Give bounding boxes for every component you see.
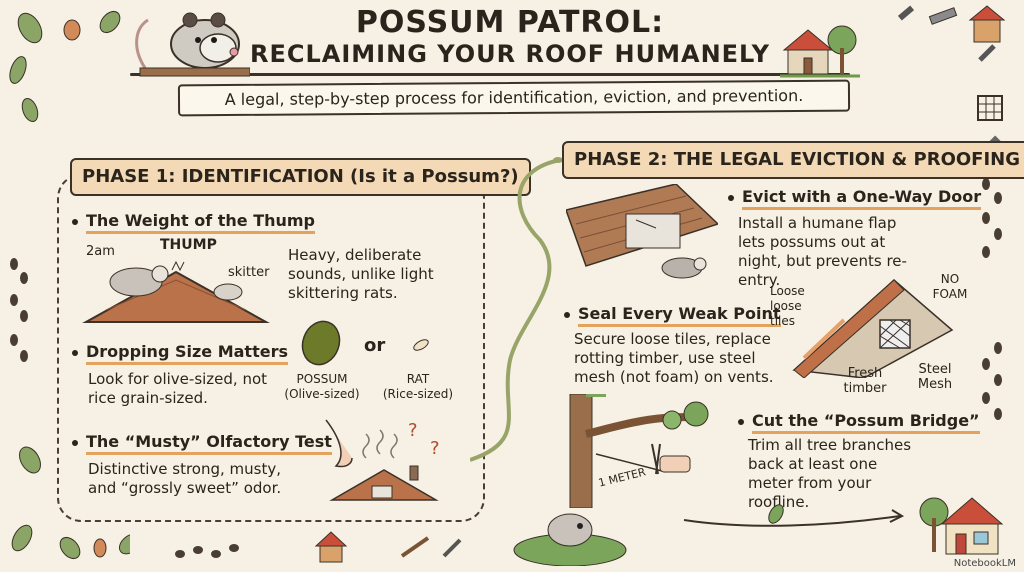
roof-seal-illustration — [792, 279, 954, 378]
time-label: 2am — [86, 244, 115, 259]
opossum-header-illustration — [135, 12, 250, 77]
phase2-label: PHASE 2: THE LEGAL EVICTION & PROOFING — [562, 141, 1024, 179]
svg-text:?: ? — [430, 438, 440, 459]
vine-connector — [470, 157, 563, 462]
title-line-2: RECLAIMING YOUR ROOF HUMANELY — [250, 40, 770, 68]
leaf-border-left — [9, 10, 130, 560]
notebooklm-logo: NotebookLM — [953, 558, 1016, 569]
phase1-item3-heading: The “Musty” Olfactory Test — [72, 432, 332, 455]
bullet-icon — [738, 418, 744, 425]
house-tree-header-illustration — [780, 25, 860, 78]
tree-branch-cut-illustration — [569, 394, 709, 508]
house-bottom-illustration — [919, 497, 1004, 555]
phase1-label: PHASE 1: IDENTIFICATION (Is it a Possum?… — [70, 158, 531, 196]
bullet-icon — [564, 311, 570, 318]
roof-thump-illustration — [82, 260, 270, 323]
loose-tiles-label: Loose loose tiles — [770, 284, 805, 328]
steel-mesh-label: Steel Mesh — [917, 362, 953, 392]
subtitle-banner: A legal, step-by-step process for identi… — [177, 79, 851, 117]
rat-compare-label: RAT(Rice-sized) — [382, 372, 454, 401]
phase1-item1-heading: The Weight of the Thump — [72, 211, 316, 234]
bullet-icon — [72, 349, 78, 356]
thump-label: THUMP — [160, 237, 217, 253]
or-label: or — [364, 335, 386, 356]
bullet-icon — [72, 218, 78, 225]
phase2-item3-heading: Cut the “Possum Bridge” — [738, 411, 980, 434]
page-title: POSSUM PATROL: RECLAIMING YOUR ROOF HUMA… — [200, 5, 820, 69]
svg-text:?: ? — [408, 420, 418, 441]
phase2-item2-heading: Seal Every Weak Point — [564, 304, 781, 327]
title-underline — [130, 73, 850, 76]
skitter-label: skitter — [228, 265, 270, 280]
bullet-icon — [72, 439, 78, 446]
no-foam-label: NO FOAM — [932, 272, 968, 301]
phase1-item1-body: Heavy, deliberate sounds, unlike light s… — [288, 246, 434, 302]
phase1-item3-body: Distinctive strong, musty, and “grossly … — [88, 460, 282, 497]
one-way-door-illustration — [566, 184, 718, 279]
bullet-icon — [728, 194, 734, 201]
olive-dropping-icon — [301, 320, 341, 366]
fresh-timber-label: Fresh timber — [843, 366, 887, 396]
nose-house-smell-illustration: ? ? — [325, 419, 440, 501]
phase2-item1-body: Install a humane flap lets possums out a… — [738, 214, 907, 289]
arrow-to-house — [683, 504, 905, 527]
rice-dropping-icon — [413, 339, 429, 351]
phase2-item3-body: Trim all tree branches back at least one… — [748, 436, 912, 511]
title-line-1: POSSUM PATROL: — [355, 5, 665, 40]
phase2-item2-body: Secure loose tiles, replace rotting timb… — [574, 330, 774, 386]
phase2-item1-heading: Evict with a One-Way Door — [728, 187, 982, 210]
bottom-tools-decor — [175, 531, 462, 563]
phase1-item2-body: Look for olive-sized, not rice grain-siz… — [88, 370, 268, 407]
phase1-item2-heading: Dropping Size Matters — [72, 342, 288, 365]
possum-compare-label: POSSUM(Olive-sized) — [284, 372, 360, 401]
possum-bush-illustration — [513, 513, 627, 566]
